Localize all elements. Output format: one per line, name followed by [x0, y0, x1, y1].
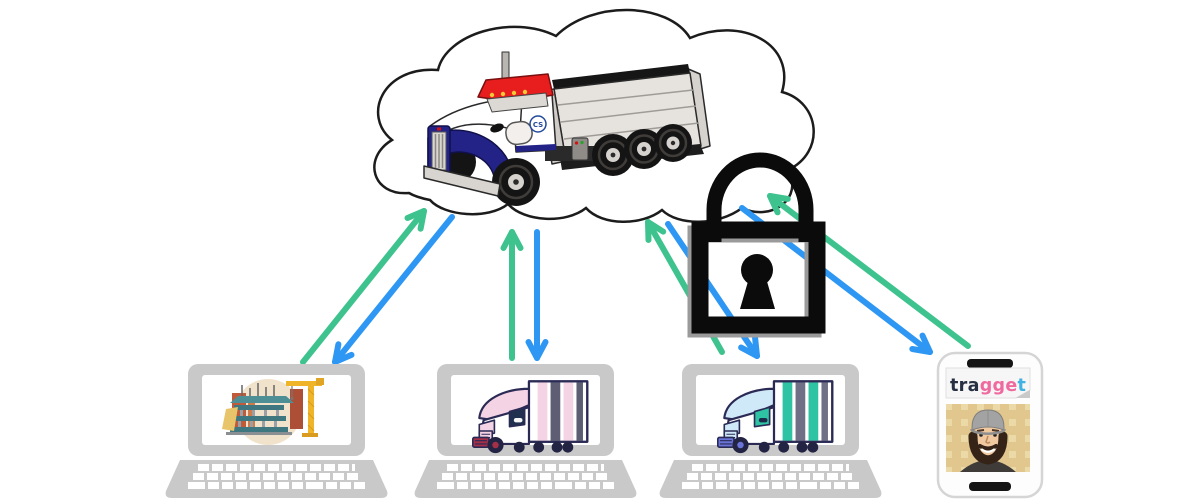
- phone-home-bar: [969, 482, 1011, 491]
- laptop-truck-teal: [660, 364, 882, 498]
- trucker-avatar-illustration: [946, 404, 1030, 472]
- logo-part-t: t: [1018, 376, 1027, 396]
- crane-icon: [286, 378, 324, 437]
- download-arrow-left: [332, 214, 455, 365]
- rear-wheels: [592, 124, 692, 176]
- download-arrow-middle: [525, 229, 549, 361]
- logo-part-tra: tra: [950, 376, 980, 396]
- laptop-truck-pink: [415, 364, 637, 498]
- security-padlock-icon: [687, 152, 826, 338]
- construction-site-illustration: [222, 378, 324, 445]
- front-wheel: [492, 158, 540, 206]
- upload-arrow-middle: [500, 229, 524, 361]
- padlock-keyhole: [740, 254, 775, 309]
- door-badge: CS: [529, 115, 547, 133]
- phone-tragget: tragget: [936, 351, 1044, 499]
- tragget-logo: tragget: [945, 367, 1031, 399]
- padlock-body: [691, 221, 826, 334]
- laptop-construction: [166, 364, 388, 498]
- upload-arrow-left: [300, 208, 427, 365]
- phone-speaker-bar: [967, 359, 1013, 368]
- door-badge-text: CS: [533, 121, 543, 129]
- padlock-shackle: [706, 152, 814, 242]
- logo-part-gge: gge: [980, 376, 1018, 396]
- svg-text:tragget: tragget: [950, 376, 1026, 396]
- dump-truck: CS: [423, 51, 711, 206]
